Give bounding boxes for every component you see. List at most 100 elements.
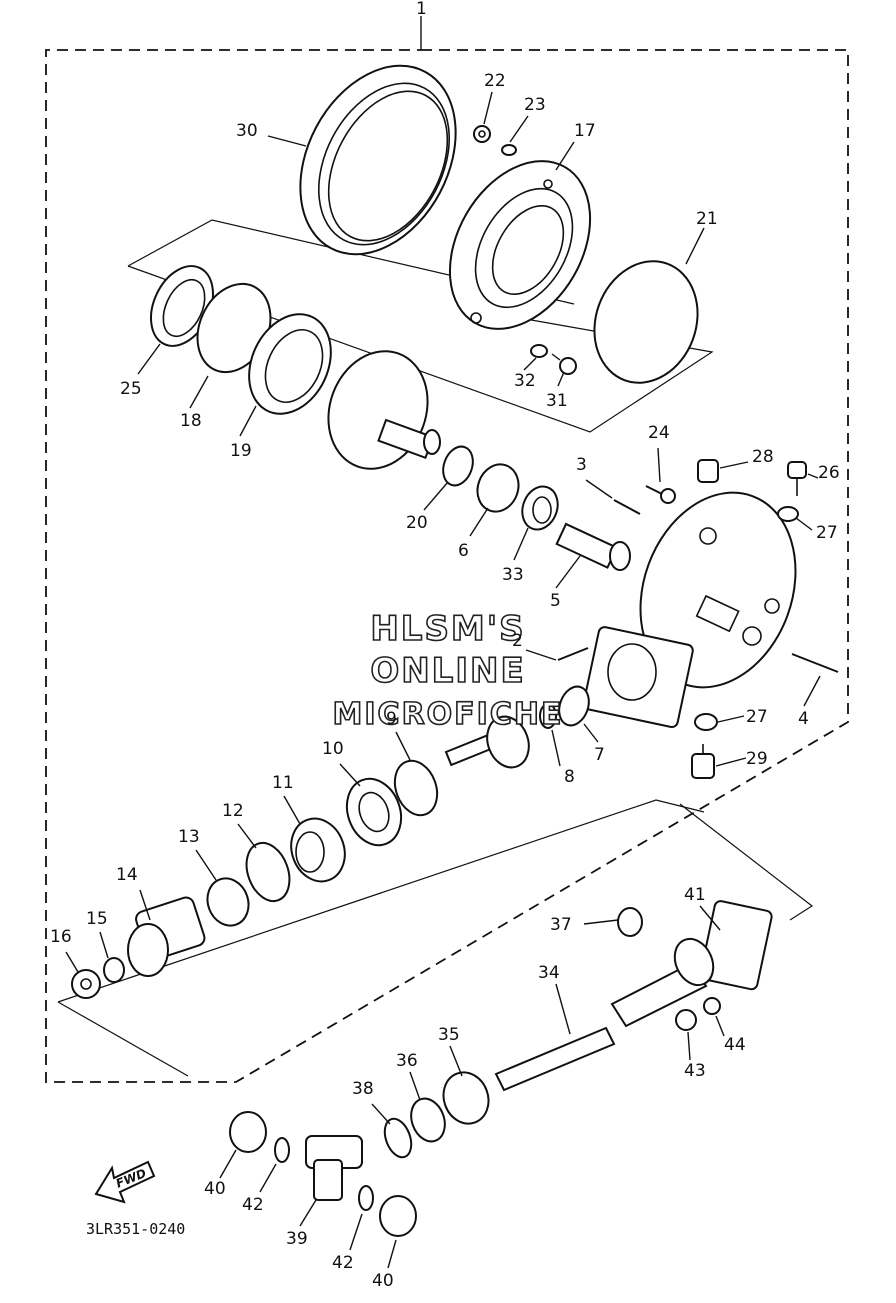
part-5-shaft — [555, 522, 631, 571]
leader-p14 — [139, 889, 151, 921]
part-27-gasket-upper — [777, 506, 799, 522]
leader-p5 — [555, 555, 581, 589]
callout-p33: 33 — [502, 565, 524, 585]
leader-lines — [65, 91, 821, 1269]
part-12-o-ring — [245, 841, 291, 903]
part-37-circlip — [617, 907, 643, 937]
callout-p21: 21 — [696, 209, 718, 229]
sub-assembly-bracket-lower — [57, 799, 814, 1077]
callout-p27b: 27 — [746, 707, 768, 727]
leader-p33 — [513, 527, 529, 561]
part-16-nut — [71, 969, 101, 999]
callout-p34: 34 — [538, 963, 560, 983]
callout-p26: 26 — [818, 463, 840, 483]
damper-plate — [699, 900, 773, 991]
callout-p44: 44 — [724, 1035, 746, 1055]
leader-p11 — [283, 795, 301, 825]
callout-p8: 8 — [564, 767, 575, 787]
callout-p38: 38 — [352, 1079, 374, 1099]
part-38-circlip — [383, 1117, 413, 1159]
leader-p15 — [99, 931, 109, 959]
leader-p9 — [395, 731, 411, 761]
leader-p16 — [65, 951, 79, 973]
callout-p14: 14 — [116, 865, 138, 885]
watermark-line-1: HLSM'S — [370, 609, 525, 649]
forward-direction-arrow — [94, 1160, 156, 1204]
leader-p38 — [371, 1103, 391, 1125]
callout-p16: 16 — [50, 927, 72, 947]
callout-p10: 10 — [322, 739, 344, 759]
part-44-washer — [703, 997, 721, 1015]
part-14-coupling — [127, 896, 206, 977]
assembly-boundary — [45, 16, 849, 1083]
leader-p2 — [525, 649, 557, 661]
callout-p3: 3 — [576, 455, 587, 475]
leader-p36 — [409, 1071, 421, 1101]
part-33-bearing — [521, 485, 559, 531]
callout-p31: 31 — [546, 391, 568, 411]
leader-p20 — [423, 481, 449, 511]
part-23-washer — [501, 144, 517, 156]
callout-p35: 35 — [438, 1025, 460, 1045]
callout-p40a: 40 — [204, 1179, 226, 1199]
leader-p32 — [523, 357, 537, 371]
callout-p7: 7 — [594, 745, 605, 765]
callout-p25: 25 — [120, 379, 142, 399]
leader-p3 — [585, 479, 613, 499]
leader-p24 — [657, 447, 661, 483]
leader-p17 — [555, 141, 575, 171]
callout-p39: 39 — [286, 1229, 308, 1249]
leader-p7 — [583, 723, 599, 743]
callout-p37: 37 — [550, 915, 572, 935]
callout-p40b: 40 — [372, 1271, 394, 1291]
part-34-drive-shaft — [494, 937, 715, 1092]
leader-p23 — [509, 115, 529, 143]
part-13-bearing — [206, 877, 250, 927]
leader-p41 — [699, 905, 721, 931]
callout-p13: 13 — [178, 827, 200, 847]
part-15-washer — [103, 957, 125, 983]
callout-p17: 17 — [574, 121, 596, 141]
diagram-code: 3LR351-0240 — [86, 1220, 185, 1238]
part-30-seal-ring — [299, 64, 457, 256]
callout-p28: 28 — [752, 447, 774, 467]
leader-p42b — [349, 1213, 363, 1251]
watermark-line-3: MICROFICHE — [333, 697, 564, 732]
leader-p31 — [557, 371, 565, 387]
part-22-nut — [473, 125, 491, 143]
leader-p10 — [339, 763, 361, 787]
callout-p41: 41 — [684, 885, 706, 905]
part-20-shim — [442, 445, 474, 487]
leader-p30 — [267, 135, 307, 147]
leader-p40a — [219, 1149, 237, 1179]
leader-p27b — [717, 715, 745, 723]
callout-p30: 30 — [236, 121, 258, 141]
watermark-line-2: ONLINE — [370, 651, 525, 691]
callout-p9: 9 — [386, 709, 397, 729]
leader-p40b — [387, 1239, 397, 1269]
leader-p26 — [807, 473, 819, 479]
part-28-plug — [697, 459, 719, 483]
leader-p27a — [795, 517, 813, 531]
leader-p22 — [483, 91, 493, 125]
leader-p21 — [685, 227, 705, 265]
leader-p6 — [469, 507, 489, 537]
part-31-bolt — [551, 353, 577, 375]
callout-p22: 22 — [484, 71, 506, 91]
callout-p11: 11 — [272, 773, 294, 793]
callout-p5: 5 — [550, 591, 561, 611]
part-17-housing-plate — [448, 160, 592, 330]
part-11-bearing-retainer — [290, 817, 346, 883]
callout-p2: 2 — [512, 631, 523, 651]
callout-p29: 29 — [746, 749, 768, 769]
callout-p43: 43 — [684, 1061, 706, 1081]
callout-p36: 36 — [396, 1051, 418, 1071]
gear-case-housing — [582, 491, 797, 729]
universal-joint-group — [229, 1111, 417, 1237]
pinion-gear — [444, 715, 530, 769]
callout-p23: 23 — [524, 95, 546, 115]
part-2-stud — [557, 647, 589, 661]
part-10-bearing — [345, 777, 403, 847]
callout-p12: 12 — [222, 801, 244, 821]
